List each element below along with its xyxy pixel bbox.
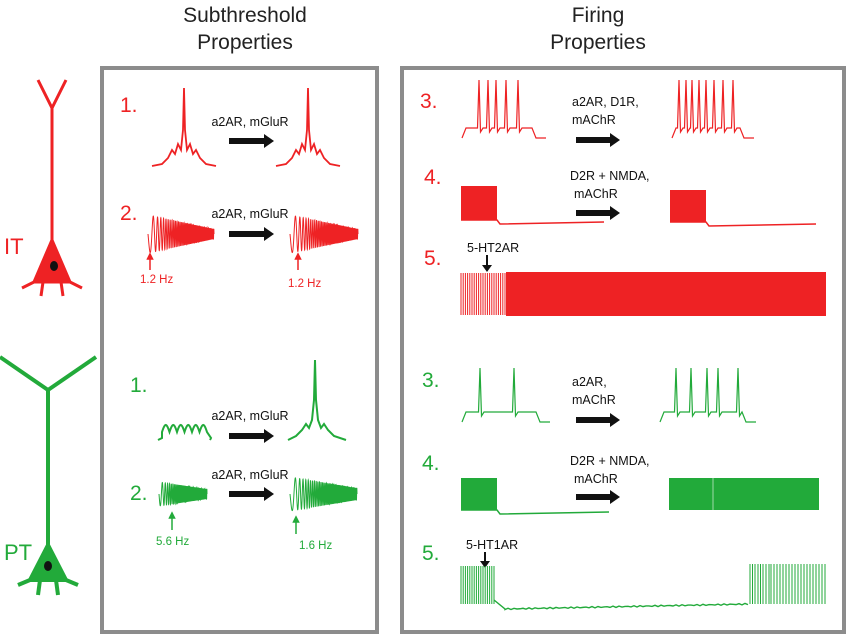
fire-pt-row5-number: 5. [422, 542, 440, 565]
sub-pt-row1-drug: a2AR, mGluR [211, 409, 288, 423]
sub-pt-freq-after: 1.6 Hz [299, 540, 332, 552]
fire-pt-row4-number: 4. [422, 452, 440, 475]
subthreshold-header-line2: Properties [197, 31, 293, 54]
fire-it-row3-number: 3. [420, 90, 438, 113]
fire-it-row5-number: 5. [424, 247, 442, 270]
fire-pt-row4-train-after [669, 478, 819, 510]
it-neuron-icon [21, 79, 83, 297]
voltage-trace-icon [659, 367, 756, 423]
sub-pt-row1-trace-before [157, 423, 213, 441]
fire-pt-row4-burst-before [461, 478, 497, 510]
sub-pt-row1-number: 1. [130, 374, 148, 397]
fire-pt-row4-baseline-before [461, 509, 610, 515]
voltage-trace-icon [461, 367, 550, 423]
sub-it-row2-trace-before [147, 215, 215, 254]
sub-it-row1-number: 1. [120, 94, 138, 117]
fire-it-row4-drug-line1: D2R + NMDA, [570, 169, 650, 183]
firing-header-line2: Properties [550, 31, 646, 54]
voltage-trace-icon [460, 564, 826, 604]
subthreshold-panel [100, 66, 379, 634]
sub-it-freq-after: 1.2 Hz [288, 278, 321, 290]
voltage-trace-icon [461, 79, 546, 139]
voltage-trace-icon [289, 477, 358, 512]
fire-pt-row4-drug-line1: D2R + NMDA, [570, 454, 650, 468]
sub-it-row1-trace-after [275, 87, 341, 167]
sub-it-row2-trace-after [289, 215, 359, 254]
sub-it-row2-number: 2. [120, 202, 138, 225]
fire-it-row5-marker: 5-HT2AR [467, 241, 519, 255]
fire-it-row3-trace-before [461, 79, 546, 139]
fire-pt-row3-number: 3. [422, 369, 440, 392]
it-label: IT [4, 234, 24, 259]
arrow-right-icon [264, 429, 274, 443]
pt-label: PT [4, 540, 32, 565]
voltage-trace-icon [460, 273, 506, 315]
sub-it-row2-drug: a2AR, mGluR [211, 207, 288, 221]
firing-header-line1: Firing [572, 4, 625, 27]
fire-it-row4-baseline-before [461, 219, 605, 225]
sub-pt-row1-trace-after [287, 359, 347, 441]
arrow-right-icon [264, 227, 274, 241]
pt-neuron-icon [0, 355, 98, 596]
sub-pt-row2-number: 2. [130, 482, 148, 505]
fire-it-row3-trace-after [671, 79, 754, 139]
sub-it-freq-before: 1.2 Hz [140, 274, 173, 286]
voltage-trace-icon [493, 599, 749, 611]
fire-pt-row5-trace [460, 564, 826, 611]
firing-panel [400, 66, 846, 634]
fire-it-row3-drug-line1: a2AR, D1R, [572, 95, 639, 109]
arrow-right-icon [610, 490, 620, 504]
subthreshold-header-line1: Subthreshold [183, 4, 307, 27]
fire-it-row4-burst-after [670, 190, 706, 222]
fire-pt-row3-drug-line1: a2AR, [572, 375, 607, 389]
fire-it-row4-drug-line2: mAChR [574, 187, 618, 201]
fire-pt-row3-trace-after [659, 367, 756, 423]
arrow-right-icon [610, 413, 620, 427]
arrow-right-icon [610, 133, 620, 147]
fire-pt-row5-marker: 5-HT1AR [466, 538, 518, 552]
arrow-right-icon [264, 487, 274, 501]
sub-pt-row2-trace-after [289, 477, 358, 512]
fire-pt-row3-drug-line2: mAChR [572, 393, 616, 407]
sub-pt-freq-before: 5.6 Hz [156, 536, 189, 548]
fire-it-row4-burst-before [461, 186, 497, 220]
arrow-right-icon [264, 134, 274, 148]
fire-it-row3-drug-line2: mAChR [572, 113, 616, 127]
fire-it-row4-baseline-after [670, 221, 817, 227]
voltage-trace-icon [289, 215, 359, 254]
arrow-down-icon [480, 561, 490, 568]
sub-it-row1-trace-before [151, 87, 217, 167]
sub-pt-row2-drug: a2AR, mGluR [211, 468, 288, 482]
sub-it-row1-drug: a2AR, mGluR [211, 115, 288, 129]
fire-it-row5-train [506, 272, 826, 316]
voltage-trace-icon [671, 79, 754, 139]
sub-pt-row2-trace-before [158, 481, 208, 507]
fire-pt-row4-drug-line2: mAChR [574, 472, 618, 486]
fire-pt-row3-trace-before [461, 367, 550, 423]
it-nucleus [50, 261, 58, 271]
fire-it-row5-pre-train [460, 273, 506, 315]
pt-nucleus [44, 561, 52, 571]
voltage-trace-icon [158, 481, 208, 507]
arrow-right-icon [610, 206, 620, 220]
voltage-trace-icon [157, 423, 213, 441]
fire-it-row4-number: 4. [424, 166, 442, 189]
arrow-down-icon [482, 265, 492, 272]
voltage-trace-icon [147, 215, 215, 254]
